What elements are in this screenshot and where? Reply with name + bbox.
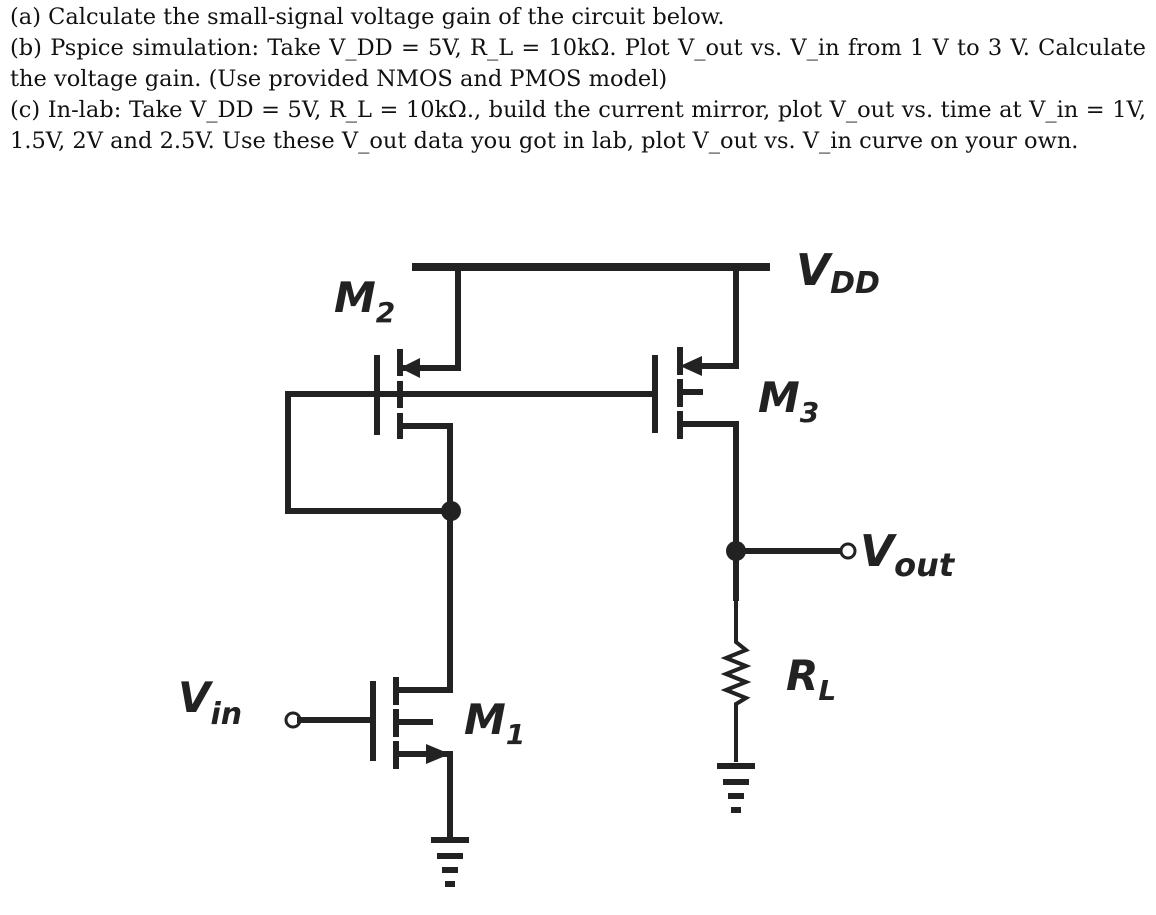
m3-transistor xyxy=(652,347,739,439)
part-a: (a) Calculate the small-signal voltage g… xyxy=(10,4,725,30)
vout-label: Vout xyxy=(860,526,956,584)
part-b: (b) Pspice simulation: Take V_DD = 5V, R… xyxy=(10,35,1146,92)
m2-label: M2 xyxy=(334,273,395,329)
vout-terminal xyxy=(839,542,857,560)
m1-ground xyxy=(431,837,469,887)
rl-resistor xyxy=(720,598,752,762)
rl-ground xyxy=(717,763,755,813)
problem-statement: (a) Calculate the small-signal voltage g… xyxy=(10,2,1146,157)
m2-drain-node xyxy=(441,501,461,521)
m3-label: M3 xyxy=(758,373,819,429)
rl-label: RL xyxy=(786,651,836,707)
vin-label: Vin xyxy=(178,673,242,732)
m1-transistor xyxy=(370,677,453,769)
m1-label: M1 xyxy=(464,695,525,751)
part-c: (c) In-lab: Take V_DD = 5V, R_L = 10kΩ.,… xyxy=(10,97,1146,154)
vdd-label: VDD xyxy=(796,245,880,301)
